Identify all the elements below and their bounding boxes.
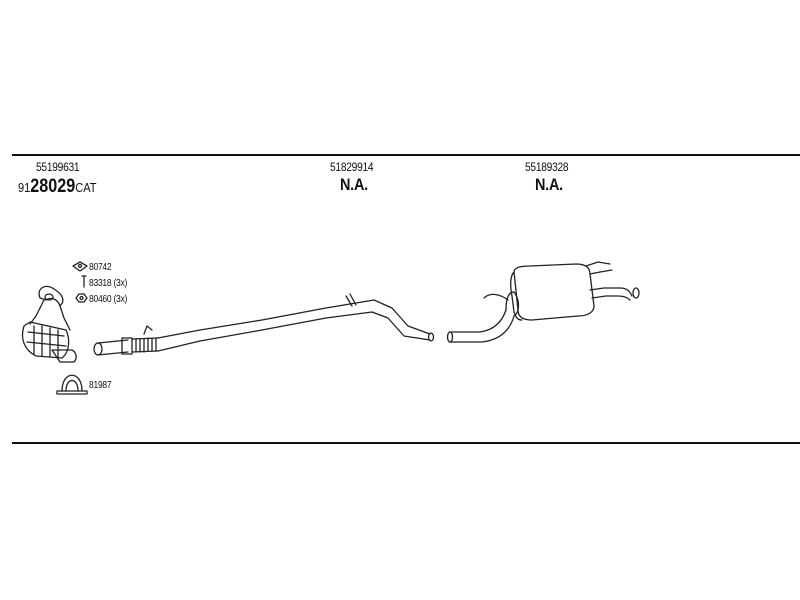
rear-silencer [446,261,640,343]
oem-number-rear-silencer: 55189328 [525,160,569,174]
middle-pipe [93,293,435,356]
fitting-label-83318: 83318 (3x) [89,278,128,289]
fitting-label-80460: 80460 (3x) [89,294,128,305]
catalyst-part-prefix: 91 [18,180,31,195]
middle-pipe-part-number: N.A. [340,175,368,194]
oem-number-catalyst: 55199631 [36,160,80,174]
catalyst-part-suffix: CAT [75,180,97,195]
fitting-label-80742: 80742 [89,262,112,273]
catalyst-part-number: 9128029CAT [18,176,97,198]
top-divider [12,154,800,156]
catalytic-converter [21,285,77,363]
rear-silencer-part-number: N.A. [535,175,563,194]
oem-number-middle-pipe: 51829914 [330,160,374,174]
fitting-label-81987: 81987 [89,380,112,391]
nut-icon [75,293,88,303]
bottom-divider [12,442,800,444]
gasket-icon [72,261,88,272]
clamp-icon [56,374,88,395]
catalyst-part-core: 28029 [30,176,76,197]
bolt-icon [81,275,87,288]
